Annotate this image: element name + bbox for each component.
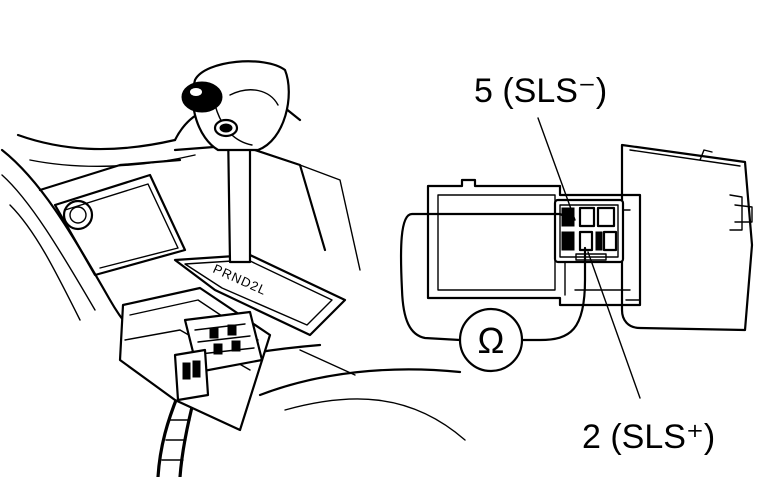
ohmmeter-symbol: Ω bbox=[478, 320, 505, 361]
connector-front-frame bbox=[426, 178, 642, 307]
console-recess bbox=[53, 173, 187, 277]
shift-console-illustration: PRND2L bbox=[0, 60, 466, 479]
test-lead-right bbox=[520, 246, 587, 342]
terminal-block bbox=[553, 198, 625, 264]
label-terminal-5: 5 (SLS⁻) bbox=[474, 72, 607, 110]
shift-button bbox=[181, 81, 223, 113]
ohmmeter: Ω bbox=[458, 307, 524, 373]
shift-lever bbox=[181, 60, 290, 264]
solenoid-connector-housing bbox=[118, 286, 272, 432]
wire-harness bbox=[156, 393, 180, 479]
leader-terminal-5 bbox=[537, 117, 576, 221]
connector-rear-housing bbox=[620, 143, 754, 332]
leader-terminal-2 bbox=[587, 251, 641, 399]
test-lead-left bbox=[399, 212, 570, 342]
label-terminal-2: 2 (SLS⁺) bbox=[582, 418, 715, 456]
console-knob bbox=[62, 199, 94, 231]
connector-test-illustration: Ω 5 (SLS⁻) 2 (SLS⁺) bbox=[399, 72, 754, 456]
